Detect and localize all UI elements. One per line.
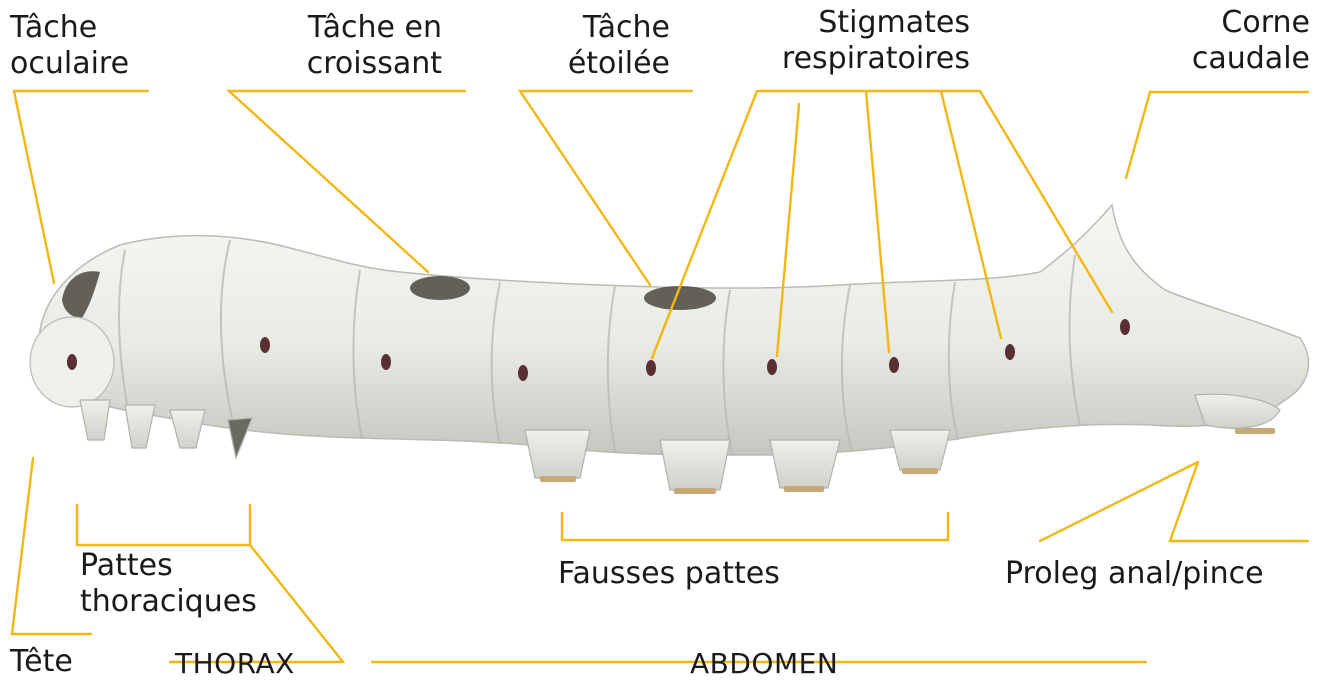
spiracle-5 [646,360,656,376]
label-tache-croissant-line2: croissant [262,46,442,82]
spiracle-1 [67,354,77,370]
label-tache-oculaire-line1: Tâche [10,10,129,46]
label-pattes-thoraciques-line1: Pattes [80,548,257,584]
spiracle-2 [260,337,270,353]
leader-corne-caudale [1126,92,1308,178]
label-corne-caudale: Corne caudale [1130,5,1310,77]
label-stigmates: Stigmates respiratoires [740,5,970,77]
spiracle-9 [1120,319,1130,335]
label-tache-etoilee-line1: Tâche [530,10,670,46]
bracket-pattes-thoraciques [77,505,250,545]
spiracle-4 [518,365,528,381]
label-tache-etoilee-line2: étoilée [530,46,670,82]
leader-tache-etoilee [520,91,692,285]
label-stigmates-line2: respiratoires [740,41,970,77]
label-tache-oculaire: Tâche oculaire [10,10,129,82]
label-tache-oculaire-line2: oculaire [10,46,129,82]
label-thorax: THORAX [175,646,295,682]
label-fausses-pattes: Fausses pattes [558,556,780,592]
spiracle-6 [767,359,777,375]
silkworm-body [30,205,1308,494]
label-proleg-anal: Proleg anal/pince [1005,556,1264,592]
label-pattes-thoraciques: Pattes thoraciques [80,548,257,620]
label-corne-caudale-line2: caudale [1130,41,1310,77]
spiracle-7 [889,357,899,373]
label-tache-croissant: Tâche en croissant [262,10,442,82]
label-tete: Tête [10,644,73,680]
leader-proleg-anal [1170,462,1308,541]
label-stigmates-line1: Stigmates [740,5,970,41]
spiracle-8 [1005,344,1015,360]
label-abdomen: ABDOMEN [690,646,838,682]
label-pattes-thoraciques-line2: thoraciques [80,584,257,620]
bracket-fausses-pattes [562,513,948,540]
spiracle-3 [381,354,391,370]
crescent-mark [410,276,470,300]
label-corne-caudale-line1: Corne [1130,5,1310,41]
label-tache-etoilee: Tâche étoilée [530,10,670,82]
label-tache-croissant-line1: Tâche en [262,10,442,46]
